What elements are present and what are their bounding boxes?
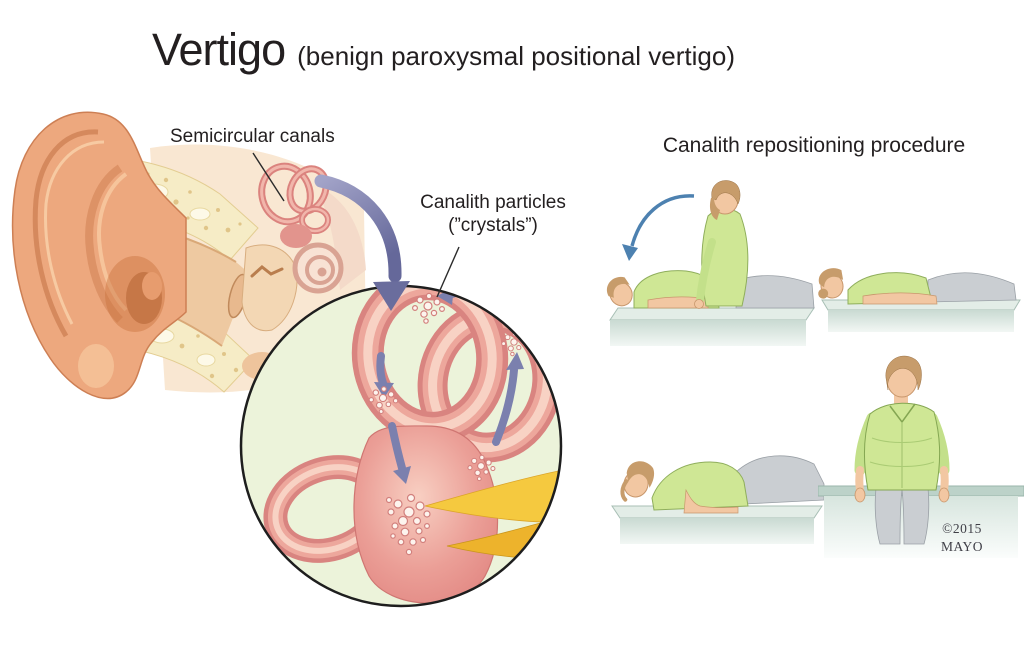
ear-cross-section-illustration: [11, 111, 366, 400]
inner-ear-magnified-inset: [239, 284, 563, 608]
patient-sitting-arm: [696, 238, 716, 304]
reposition-motion-arrowhead: [622, 244, 638, 261]
patient-sitting-up: [854, 355, 950, 545]
label-canalith-line2: (”crystals”): [448, 214, 538, 236]
label-semicircular-canals: Semicircular canals: [170, 126, 335, 149]
label-semicircular-canals-text: Semicircular canals: [170, 126, 335, 147]
procedure-step-2-lying-head-turned: [818, 268, 1021, 332]
patient-right-forearm: [940, 466, 949, 494]
patient-left-hand: [854, 487, 866, 503]
shirt-wrinkles: [869, 437, 935, 467]
copyright: ©2015 MAYO: [926, 520, 998, 555]
patient-lying: [818, 268, 1017, 305]
patient-legs: [927, 272, 1017, 303]
page-subtitle: (benign paroxysmal positional vertigo): [297, 41, 735, 71]
label-canalith-line1: Canalith particles: [420, 192, 566, 213]
patient-sitting: [694, 180, 815, 309]
patient-lying-head: [607, 276, 633, 307]
patient-left-leg: [874, 487, 903, 545]
page-title: Vertigo: [152, 24, 286, 75]
outer-ear-pinna: [11, 111, 187, 400]
patient-sitting-hand: [694, 299, 704, 309]
patient-right-leg: [901, 487, 930, 545]
procedure-step-1-sit-to-recline: [607, 180, 815, 346]
copyright-year: ©2015: [942, 521, 982, 536]
patient-arm: [862, 292, 938, 305]
patient-torso: [651, 461, 749, 511]
patient-sitting-legs: [735, 275, 815, 309]
copyright-org: MAYO: [940, 538, 983, 554]
ossicles: [250, 265, 284, 278]
patient-legs: [735, 455, 825, 505]
flow-arrow-down1-icon: [376, 352, 387, 387]
flow-arrow-left-icon: [448, 287, 493, 298]
patient-hair: [885, 355, 922, 391]
patient-on-side: [620, 455, 825, 514]
exam-table: [821, 299, 1021, 332]
patient-head: [818, 268, 844, 299]
reposition-motion-arrow-icon: [630, 194, 695, 247]
patient-right-hand: [938, 487, 950, 503]
patient-sitting-hair-back: [709, 198, 720, 220]
procedure-step-3-lying-on-side: [611, 455, 825, 544]
patient-head: [620, 461, 655, 502]
procedure-step-4-sitting-up: [818, 355, 1024, 558]
flow-arrow-up-icon: [492, 366, 518, 446]
patient-left-forearm: [855, 466, 864, 494]
procedure-heading: Canalith repositioning procedure: [662, 134, 966, 157]
title-row: Vertigo (benign paroxysmal positional ve…: [152, 24, 735, 76]
label-canalith-particles: Canalith particles (”crystals”): [404, 192, 582, 238]
flow-arrow-down2-icon: [388, 422, 406, 472]
patient-arm: [683, 488, 739, 514]
patient-sitting-hair: [711, 180, 741, 205]
exam-table: [609, 307, 815, 346]
